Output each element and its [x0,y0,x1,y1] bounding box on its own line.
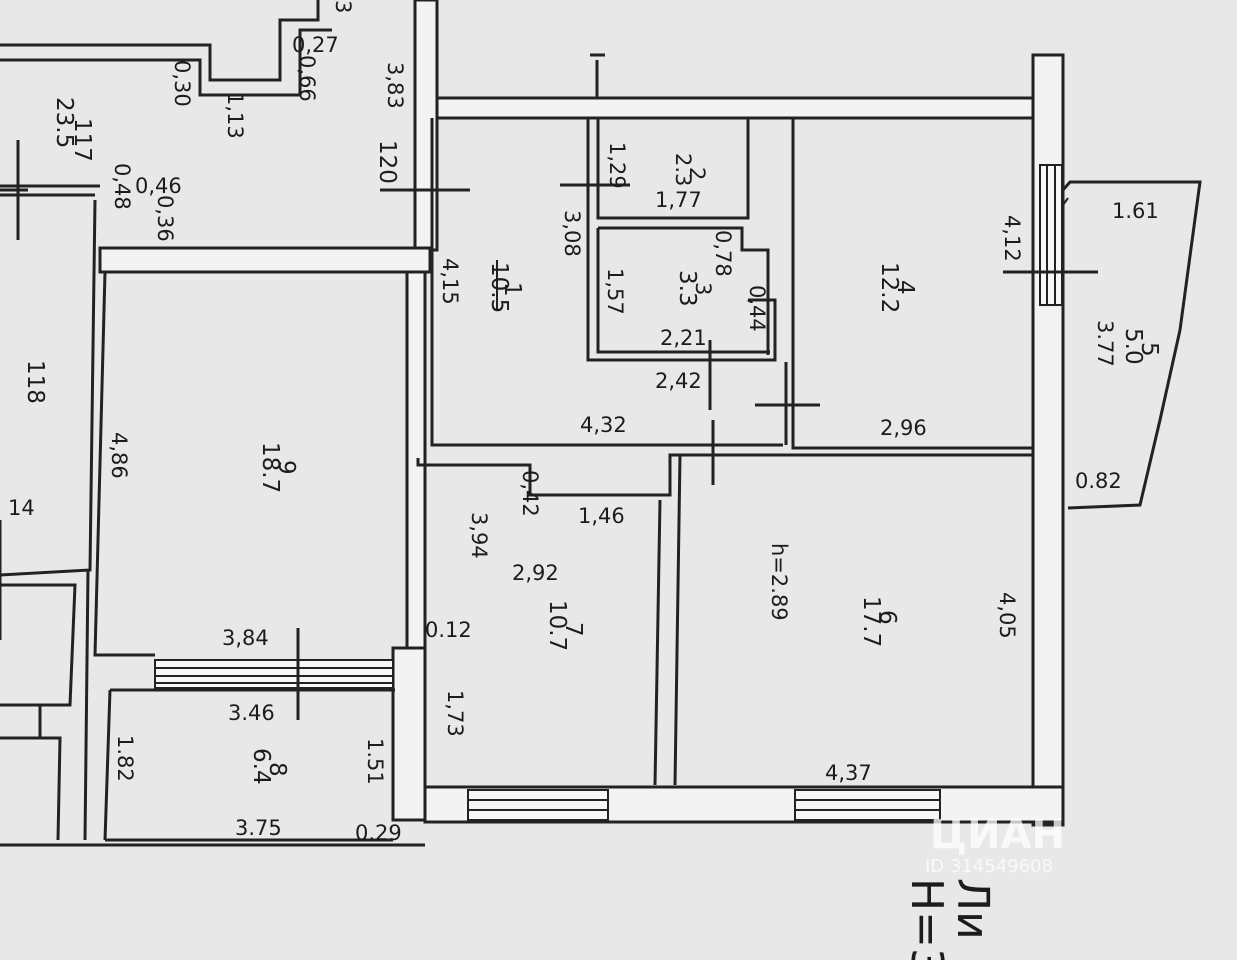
dimension-d113: 1,13 [223,92,247,139]
dimension-d027: 0,27 [292,33,339,57]
dimension-d042: 0,42 [518,470,542,517]
room-9-area: 18.7 [257,442,283,493]
dimension-d383: 3,83 [383,62,407,109]
dimension-d437: 4,37 [825,761,872,785]
room-4-area: 12.2 [876,262,902,313]
dimension-d173: 1,73 [443,690,467,737]
dimension-d082: 0.82 [1075,469,1122,493]
room-9-num: 9 [273,460,299,475]
windows [154,164,1063,821]
dimension-d151: 1.51 [363,738,387,785]
dimension-d036: 0,36 [153,195,177,242]
room-7-area: 10.7 [544,600,570,651]
door-marks [0,140,1098,720]
room-2-num: 2 [685,167,709,180]
dimension-d177: 1,77 [655,188,702,212]
dimension-d292: 2,92 [512,561,559,585]
room-labels: 1 10.5 2 2.3 3 3.3 4 12.2 5 5.0 6 17.7 7… [22,97,1162,785]
dimension-d432: 4,32 [580,413,627,437]
room-6-num: 6 [874,610,900,625]
dimension-d3: 3 [331,0,355,13]
dimension-d308: 3,08 [560,210,584,257]
dimension-d012: 0.12 [425,618,472,642]
dimension-d157: 1,57 [603,268,627,315]
dimension-d048: 0,48 [110,163,134,210]
height-note: h=2.89 [767,543,791,621]
dimension-d375: 3.75 [235,816,282,840]
dimension-d221: 2,21 [660,326,707,350]
room-5-num: 5 [1136,342,1162,357]
label: ЦИАН [930,812,1065,858]
room-3-num: 3 [691,282,715,295]
wall-9-top [98,246,432,274]
label: ID 314549608 [925,856,1053,877]
dimension-d066: 0,66 [295,55,319,102]
room-1-area: 10.5 [486,262,512,313]
dimension-d046: 0,46 [135,174,182,198]
dimension-d346: 3.46 [228,701,275,725]
wall-top [435,96,1039,120]
room-117-area: 23.5 [51,97,77,148]
dimension-d384: 3,84 [222,626,269,650]
room-1-num: 1 [499,282,525,297]
dimension-d030: 0,30 [170,60,194,107]
dimension-d129: 1,29 [605,142,629,189]
room-117-num: 117 [69,118,95,162]
dimension-d296: 2,96 [880,416,927,440]
dimension-d415: 4,15 [438,258,462,305]
dimension-d182: 1.82 [113,735,137,782]
dimension-d405: 4,05 [995,592,1019,639]
room-7-num: 7 [560,622,586,637]
dimension-d078: 0,78 [711,230,735,277]
dimension-d486: 4,86 [107,432,131,479]
room-6-area: 17.7 [858,596,884,647]
dimension-d044: 0,44 [745,285,769,332]
room-4-num: 4 [892,280,918,295]
room-8-num: 8 [264,762,290,777]
dimension-d394: 3,94 [467,512,491,559]
dimension-d377: 3.77 [1093,320,1117,367]
wall-9-right [405,270,427,654]
dimension-d029: 0.29 [355,821,402,845]
pillar [391,646,427,822]
dimension-d242: 2,42 [655,369,702,393]
cian-watermark: ЦИАН ID 314549608 [925,812,1065,877]
dimension-d161: 1.61 [1112,199,1159,223]
dimension-d146: 1,46 [578,504,625,528]
title-block: Ли Н=3 [901,878,998,960]
room-8-area: 6.4 [248,748,274,785]
dimension-d14: 14 [8,496,35,520]
label: Ли [947,878,998,940]
room-3-area: 3.3 [674,270,700,307]
label: Н=3 [901,878,952,960]
room-2-area: 2.3 [671,153,695,186]
dimensions: 3 0,27 0,66 0,30 1,13 3,83 120 0,46 0,36… [8,0,1159,845]
dimension-d412: 4,12 [1000,215,1024,262]
dimension-d120: 120 [374,140,400,184]
balcony-outline [1061,180,1202,510]
room-5-area: 5.0 [1120,328,1146,365]
wall-column-top [413,0,439,252]
room-118-num: 118 [22,360,48,404]
